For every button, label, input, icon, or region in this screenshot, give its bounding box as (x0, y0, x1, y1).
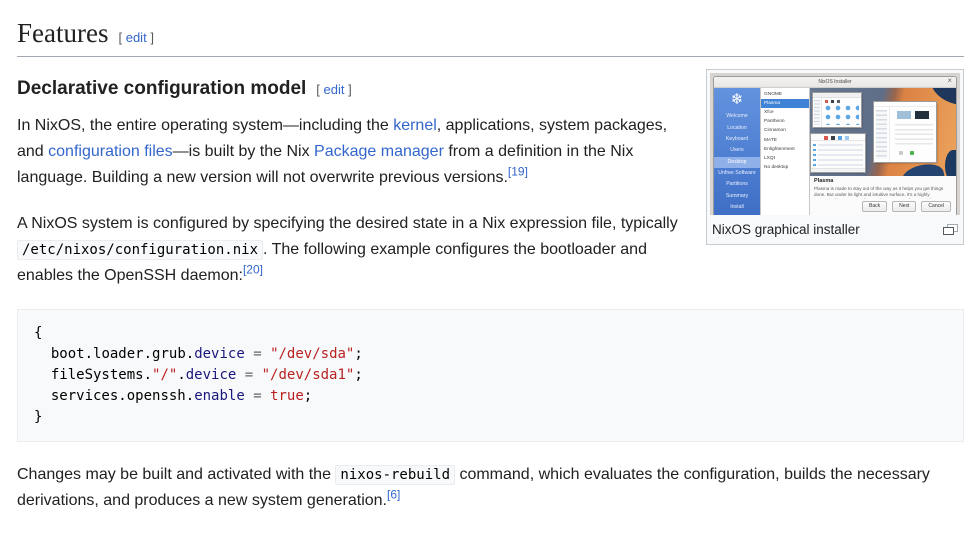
reference-20: [20] (242, 262, 263, 277)
paragraph-3: Changes may be built and activated with … (17, 465, 930, 509)
folder-icons-grid (825, 105, 859, 125)
desktop-option: MATE (764, 137, 777, 143)
code-line: { (34, 325, 43, 341)
reference-6: [6] (387, 487, 401, 502)
article-content: Features [ edit ] NixOS Installer × ❄ Wel… (17, 16, 964, 509)
desktop-name: Plasma (814, 178, 834, 184)
nixos-rebuild-code: nixos-rebuild (335, 465, 455, 485)
installer-step: Partitions (726, 181, 748, 188)
subsection-heading: Declarative configuration model [ edit ] (17, 77, 964, 101)
reference-19: [19] (507, 164, 528, 179)
bracket-close: ] (348, 82, 352, 97)
installer-step: Welcome (726, 113, 748, 120)
wallpaper-blob (945, 150, 956, 176)
installer-step: Users (730, 147, 744, 154)
preview-settings-list-window (811, 134, 865, 172)
installer-titlebar: NixOS Installer × (714, 77, 956, 88)
bracket-open: [ (316, 82, 320, 97)
subsection-title: Declarative configuration model (17, 78, 307, 99)
desktop-option: LXQt (764, 155, 775, 161)
monitor-thumbnails (897, 111, 911, 119)
code-line: boot.loader.grub.device = "/dev/sda"; (34, 346, 363, 362)
desktop-option: No desktop (764, 165, 789, 171)
code-line: fileSystems."/".device = "/dev/sda1"; (34, 367, 363, 383)
configuration-path-code: /etc/nixos/configuration.nix (17, 240, 264, 260)
code-line: } (34, 409, 43, 425)
package-manager-link[interactable]: Package manager (314, 143, 444, 160)
paragraph-2: A NixOS system is configured by specifyi… (17, 215, 678, 284)
installer-button: Back (862, 201, 888, 212)
installer-window-title: NixOS Installer (818, 79, 852, 85)
nixos-logo-icon: ❄ (730, 91, 744, 108)
desktop-option: Plasma (761, 99, 809, 109)
section-heading: Features [ edit ] (17, 16, 964, 57)
installer-step: Keyboard (725, 135, 749, 142)
installer-step: Summary (725, 192, 749, 199)
expand-icon[interactable] (943, 222, 958, 239)
paragraph-1: In NixOS, the entire operating system—in… (17, 117, 668, 186)
installer-step: Desktop (714, 156, 760, 168)
installer-button: Next (892, 201, 917, 212)
configuration-files-link[interactable]: configuration files (48, 143, 173, 160)
desktop-option: GNOME (764, 91, 783, 97)
installer-step: Finish (714, 213, 760, 215)
code-line: services.openssh.enable = true; (34, 388, 313, 404)
desktop-option: Xfce (764, 109, 774, 115)
desktop-option: Cinnamon (764, 128, 786, 134)
bracket-open: [ (118, 30, 123, 45)
preview-file-manager-window (813, 93, 861, 127)
close-icon: × (947, 76, 952, 85)
subsection-edit-link[interactable]: edit (323, 82, 345, 97)
desktop-description: Plasma Plasma is made to stay out of the… (810, 176, 956, 199)
preview-display-settings-window (874, 102, 936, 162)
bracket-close: ] (150, 30, 154, 45)
desktop-description-text: Plasma is made to stay out of the way as… (814, 186, 949, 199)
installer-main-panel: Plasma Plasma is made to stay out of the… (810, 88, 956, 215)
wallpaper-blob (900, 160, 946, 176)
code-block: { boot.loader.grub.device = "/dev/sda"; … (17, 309, 964, 442)
section-title: Features (17, 18, 109, 48)
section-edit-link[interactable]: edit (125, 30, 147, 45)
desktop-option: Pantheon (764, 119, 785, 125)
installer-button: Cancel (921, 201, 951, 212)
plasma-desktop-preview (810, 88, 956, 176)
installer-step: Location (727, 124, 747, 131)
thumbnail-caption: NixOS graphical installer (710, 215, 960, 241)
installer-step: Install (730, 204, 744, 211)
desktop-option: Enlightenment (764, 146, 795, 152)
caption-text: NixOS graphical installer (712, 222, 860, 237)
subsection-editsection: [ edit ] (316, 82, 351, 97)
installer-step: Unfree Software (718, 170, 756, 177)
kernel-link[interactable]: kernel (393, 117, 437, 134)
installer-buttons: Back Next Cancel (810, 199, 956, 215)
section-editsection: [ edit ] (118, 30, 153, 45)
